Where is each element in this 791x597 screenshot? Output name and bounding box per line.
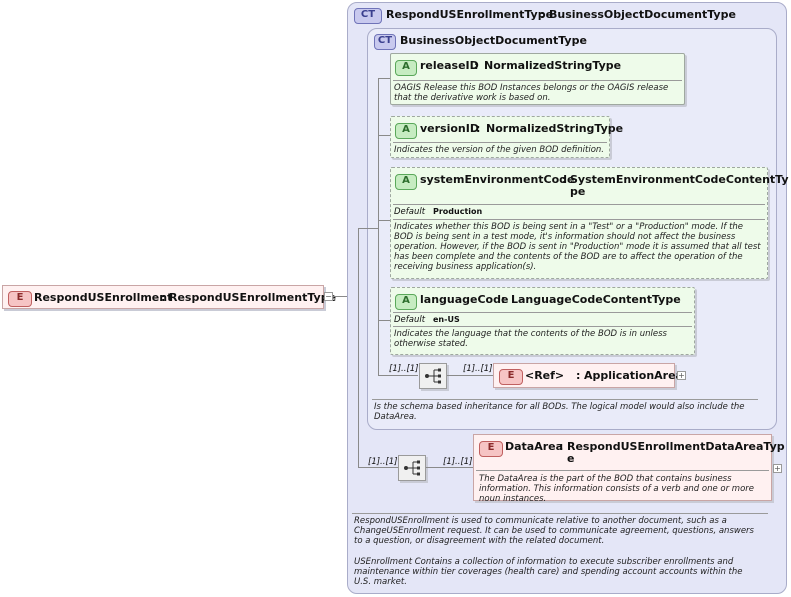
element-name: <Ref> <box>525 369 565 382</box>
root-element[interactable]: E RespondUSEnrollment : RespondUSEnrollm… <box>2 285 336 309</box>
complex-type-badge: CT <box>374 34 396 50</box>
connector <box>378 375 418 376</box>
connector <box>378 220 390 221</box>
separator-line <box>372 399 758 400</box>
cardinality-label: [1]..[1] <box>463 364 493 374</box>
separator: : <box>576 369 581 382</box>
element-name: DataArea <box>505 440 564 453</box>
attribute-type-wrap: pe <box>570 185 586 198</box>
sequence-icon[interactable] <box>419 363 447 389</box>
attribute-languagecode[interactable]: A languageCode : LanguageCodeContentType… <box>390 287 695 355</box>
connector <box>358 467 398 468</box>
attribute-doc: Indicates whether this BOD is being sent… <box>394 222 761 272</box>
default-value: Production <box>433 207 483 216</box>
root-element-type: RespondUSEnrollmentType <box>169 291 337 304</box>
connector <box>378 78 379 376</box>
attribute-systemenvironmentcode[interactable]: A systemEnvironmentCode : SystemEnvironm… <box>390 167 789 279</box>
separator-line <box>393 80 682 81</box>
element-badge: E <box>499 369 523 385</box>
separator-line <box>393 219 765 220</box>
element-badge: E <box>479 441 503 457</box>
separator: : <box>559 440 564 453</box>
connector <box>378 78 390 79</box>
attribute-doc: OAGIS Release this BOD Instances belongs… <box>394 83 669 103</box>
element-type: RespondUSEnrollmentDataAreaTyp <box>567 440 785 453</box>
attribute-type: LanguageCodeContentType <box>511 293 681 306</box>
outer-type-doc2: USEnrollment Contains a collection of in… <box>354 557 743 587</box>
plus-icon[interactable]: + <box>677 371 686 380</box>
attribute-doc: Indicates the language that the contents… <box>394 329 667 349</box>
connector <box>358 228 359 468</box>
inner-type-name: BusinessObjectDocumentType <box>400 34 587 47</box>
separator: : <box>562 173 567 186</box>
separator: : <box>474 59 479 72</box>
outer-type-doc: RespondUSEnrollment is used to communica… <box>354 516 754 546</box>
separator-line <box>476 470 769 471</box>
connector <box>426 467 473 468</box>
separator-line <box>393 326 692 327</box>
attribute-name: releaseID <box>420 59 479 72</box>
root-element-name: RespondUSEnrollment <box>34 291 173 304</box>
attribute-type: NormalizedStringType <box>486 122 624 135</box>
separator: : <box>476 122 481 135</box>
complex-type-badge: CT <box>354 8 382 24</box>
attribute-badge: A <box>395 60 417 76</box>
separator-line <box>393 142 607 143</box>
plus-icon[interactable]: + <box>773 464 782 473</box>
connector <box>378 135 390 136</box>
attribute-versionid[interactable]: A versionID : NormalizedStringType Indic… <box>390 116 623 158</box>
connector <box>333 296 347 297</box>
attribute-badge: A <box>395 174 417 190</box>
outer-type-base: BusinessObjectDocumentType <box>549 8 736 21</box>
default-label: Default <box>394 207 426 217</box>
element-badge: E <box>8 291 32 307</box>
separator: : <box>540 8 545 21</box>
attribute-name: versionID <box>420 122 479 135</box>
separator-line <box>352 513 768 514</box>
attribute-doc: Indicates the version of the given BOD d… <box>394 145 604 155</box>
cardinality-label: [1]..[1] <box>368 457 398 467</box>
attribute-name: languageCode <box>420 293 509 306</box>
separator-line <box>393 312 692 313</box>
sequence-glyph <box>425 368 441 384</box>
sequence-glyph <box>404 460 420 476</box>
cardinality-label: [1]..[1] <box>443 457 473 467</box>
element-type: ApplicationArea <box>584 369 683 382</box>
attribute-badge: A <box>395 123 417 139</box>
attribute-name: systemEnvironmentCode <box>420 173 575 186</box>
inner-type-doc: Is the schema based inheritance for all … <box>374 402 745 422</box>
separator-line <box>393 204 765 205</box>
default-label: Default <box>394 315 426 325</box>
attribute-badge: A <box>395 294 417 310</box>
attribute-type: NormalizedStringType <box>484 59 622 72</box>
element-doc: The DataArea is the part of the BOD that… <box>479 474 755 504</box>
default-value: en-US <box>433 315 460 324</box>
element-dataarea[interactable]: E DataArea : RespondUSEnrollmentDataArea… <box>473 434 785 504</box>
separator: : <box>161 291 166 304</box>
connector <box>378 320 390 321</box>
connector <box>358 228 378 229</box>
sequence-icon[interactable] <box>398 455 426 481</box>
element-type-wrap: e <box>567 452 575 465</box>
attribute-type: SystemEnvironmentCodeContentTy <box>570 173 789 186</box>
collapse-icon[interactable]: − <box>324 292 333 301</box>
element-applicationarea[interactable]: E <Ref> : ApplicationArea <box>493 363 683 388</box>
cardinality-label: [1]..[1] <box>389 364 419 374</box>
separator: : <box>501 293 506 306</box>
attribute-releaseid[interactable]: A releaseID : NormalizedStringType OAGIS… <box>390 53 685 105</box>
outer-type-name: RespondUSEnrollmentType <box>386 8 554 21</box>
connector <box>447 375 493 376</box>
